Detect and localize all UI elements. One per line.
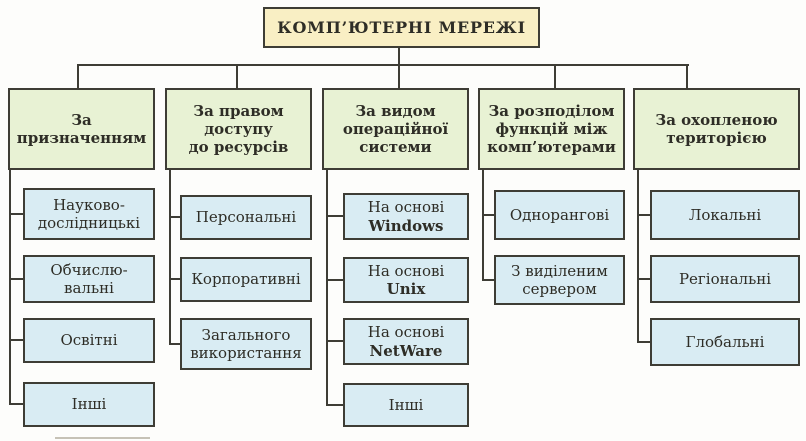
leaf-label-line: Локальні xyxy=(688,205,762,224)
connector-col3-stub-2 xyxy=(326,279,343,281)
category-label-line: системи xyxy=(359,138,432,157)
category-label-line: За охопленою xyxy=(655,110,778,129)
connector-drop-3 xyxy=(398,64,400,89)
leaf-label-line: сервером xyxy=(522,280,597,298)
category-label-line: За видом xyxy=(355,101,436,120)
connector-bus xyxy=(77,64,689,66)
leaf-label-line: вальні xyxy=(64,279,114,297)
leaf-label-line: Unix xyxy=(386,280,426,298)
leaf-node: На основі Unix xyxy=(343,257,469,303)
category-node-os-type: За видом операційної системи xyxy=(322,88,469,170)
connector-root-drop xyxy=(398,47,400,65)
leaf-node: Обчислю- вальні xyxy=(23,255,155,303)
category-node-access-rights: За правом доступу до ресурсів xyxy=(165,88,312,170)
leaf-label-line: Персональні xyxy=(195,208,297,227)
root-label: КОМП’ЮТЕРНІ МЕРЕЖІ xyxy=(277,17,526,37)
connector-col5-spine xyxy=(637,170,639,343)
category-label-line: комп’ютерами xyxy=(487,138,616,157)
leaf-label-line: Обчислю- xyxy=(50,260,128,279)
connector-col5-stub-2 xyxy=(637,278,650,280)
leaf-node: З виділеним сервером xyxy=(494,255,625,305)
category-label-line: призначенням xyxy=(16,129,147,147)
leaf-label-line: Інші xyxy=(388,395,424,414)
connector-col1-stub-1 xyxy=(9,213,23,215)
category-label-line: За xyxy=(71,110,92,129)
connector-drop-4 xyxy=(554,64,556,89)
connector-col2-stub-1 xyxy=(169,216,180,218)
leaf-node: Корпоративні xyxy=(180,257,312,302)
leaf-label-line: Освітні xyxy=(60,331,118,350)
leaf-label-line: Регіональні xyxy=(678,269,772,288)
connector-drop-2 xyxy=(236,64,238,89)
leaf-node: Науково- дослідницькі xyxy=(23,188,155,240)
leaf-node: Персональні xyxy=(180,195,312,240)
leaf-label-line: На основі xyxy=(367,261,445,280)
connector-col2-stub-3 xyxy=(169,343,180,345)
connector-drop-5 xyxy=(686,64,688,89)
leaf-node: Локальні xyxy=(650,190,800,240)
connector-col1-stub-3 xyxy=(9,339,23,341)
leaf-node: На основі NetWare xyxy=(343,318,469,365)
leaf-label-line: На основі xyxy=(367,198,445,217)
connector-col3-stub-4 xyxy=(326,404,343,406)
category-label-line: функцій між xyxy=(495,119,608,138)
leaf-label-line: Windows xyxy=(368,216,444,235)
leaf-node: Загального використання xyxy=(180,318,312,370)
connector-col5-stub-3 xyxy=(637,341,650,343)
leaf-label-line: З виділеним xyxy=(511,261,608,280)
leaf-node: Однорангові xyxy=(494,190,625,240)
connector-col4-spine xyxy=(482,170,484,281)
connector-drop-1 xyxy=(77,64,79,89)
leaf-label-line: Корпоративні xyxy=(191,270,301,289)
leaf-label-line: дослідницькі xyxy=(37,214,141,232)
category-label-line: За розподілом xyxy=(488,101,615,120)
category-node-purpose: За призначенням xyxy=(8,88,155,170)
leaf-node: Інші xyxy=(343,383,469,427)
category-node-territory: За охопленою територією xyxy=(633,88,800,170)
connector-col4-stub-1 xyxy=(482,214,494,216)
category-label-line: доступу xyxy=(204,119,273,138)
leaf-node: Освітні xyxy=(23,318,155,363)
category-label-line: операційної xyxy=(342,119,449,138)
connector-col2-stub-2 xyxy=(169,278,180,280)
connector-col5-stub-1 xyxy=(637,214,650,216)
connector-col4-stub-2 xyxy=(482,279,494,281)
leaf-label-line: використання xyxy=(190,344,302,362)
connector-col2-spine xyxy=(169,170,171,345)
scan-artifact-line xyxy=(55,437,150,439)
connector-col3-stub-3 xyxy=(326,340,343,342)
leaf-node: Інші xyxy=(23,382,155,427)
leaf-label-line: Загального xyxy=(201,325,291,344)
leaf-label-line: Інші xyxy=(71,395,107,414)
category-label-line: За правом xyxy=(193,101,284,120)
connector-col3-spine xyxy=(326,170,328,406)
root-node: КОМП’ЮТЕРНІ МЕРЕЖІ xyxy=(263,7,540,48)
connector-col1-stub-2 xyxy=(9,278,23,280)
category-label-line: до ресурсів xyxy=(188,138,289,157)
leaf-label-line: NetWare xyxy=(369,341,443,360)
leaf-label-line: Науково- xyxy=(53,195,125,214)
category-node-function-distribution: За розподілом функцій між комп’ютерами xyxy=(478,88,625,170)
connector-col1-spine xyxy=(9,170,11,405)
category-label-line: територією xyxy=(666,129,767,147)
leaf-label-line: Однорангові xyxy=(509,205,610,224)
leaf-node: На основі Windows xyxy=(343,193,469,240)
leaf-node: Глобальні xyxy=(650,318,800,366)
connector-col1-stub-4 xyxy=(9,403,23,405)
leaf-node: Регіональні xyxy=(650,255,800,303)
connector-col3-stub-1 xyxy=(326,215,343,217)
leaf-label-line: На основі xyxy=(367,323,445,342)
leaf-label-line: Глобальні xyxy=(685,332,765,351)
